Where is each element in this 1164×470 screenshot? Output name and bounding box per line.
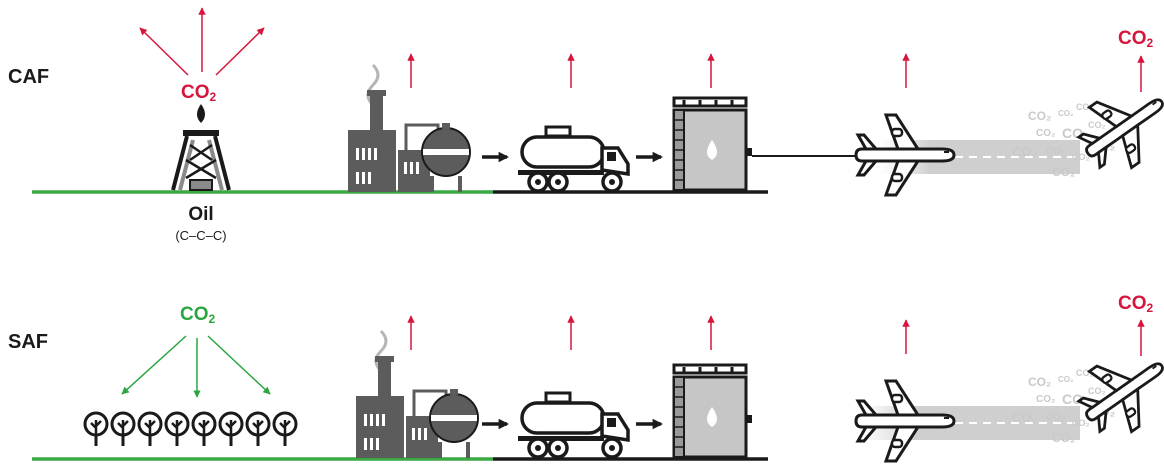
caf-row: CAF CO2 Oil (C–C–C) [8,7,1164,243]
absorption-arrow-icon [121,335,187,395]
refinery-icon [346,63,472,194]
source-co2-label: CO2 [180,304,216,326]
airplane-icon [854,113,956,197]
airplane-icon [854,379,956,463]
oil-derrick-icon [171,130,231,191]
flight-co2-label: CO2 [1118,293,1154,315]
storage-tank-icon [672,96,754,192]
source-formula: (C–C–C) [175,228,226,243]
storage-tank-icon [672,363,754,459]
tanker-truck-icon [516,391,630,459]
emission-arrow-icon [215,27,265,76]
oil-drop-icon [197,104,205,123]
row-label-caf: CAF [8,66,49,88]
trees-icon [83,411,298,448]
source-name-oil: Oil [188,204,213,225]
refinery-icon [354,329,480,460]
saf-row: SAF CO2 [8,293,1164,463]
flight-co2-label: CO2 [1118,28,1154,50]
emission-arrow-icon [139,27,189,76]
source-co2-label: CO2 [181,82,217,104]
absorption-arrow-icon [207,335,271,395]
row-label-saf: SAF [8,331,48,353]
tanker-truck-icon [516,125,630,193]
